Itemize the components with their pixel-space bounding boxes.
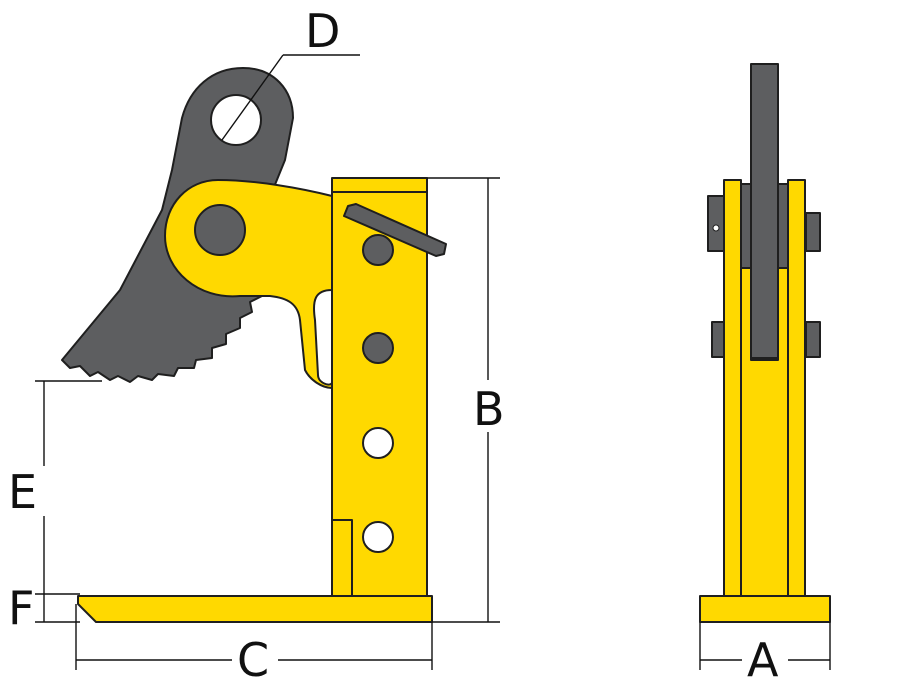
lever-block-left: [740, 183, 752, 269]
label-e: E: [8, 465, 37, 519]
front-right-plate: [787, 179, 806, 597]
base-plate: [77, 595, 433, 623]
body-hole-3: [362, 427, 394, 459]
pivot-pin: [194, 204, 246, 256]
front-left-plate: [723, 179, 742, 597]
bolt-right-top: [805, 212, 821, 252]
body-hole-4: [362, 521, 394, 553]
body-hole-2: [362, 332, 394, 364]
label-f: F: [8, 581, 34, 635]
side-view: [61, 67, 447, 623]
body-side-plate: [331, 519, 353, 597]
d-leader: [221, 54, 284, 141]
label-a: A: [747, 633, 779, 687]
lever-block-right: [777, 183, 789, 269]
locking-rod: [343, 203, 447, 257]
bolt-right-bottom: [805, 321, 821, 358]
label-b: B: [473, 382, 505, 436]
front-base: [699, 595, 831, 623]
dimension-lines: [35, 54, 831, 670]
bolt-left-top-dot: [712, 224, 720, 232]
front-view: [699, 63, 831, 623]
label-d: D: [305, 4, 340, 58]
body-hole-1: [362, 234, 394, 266]
front-cam: [750, 63, 779, 361]
label-c: C: [237, 633, 269, 687]
dimension-labels: D B E F C A: [8, 4, 779, 687]
